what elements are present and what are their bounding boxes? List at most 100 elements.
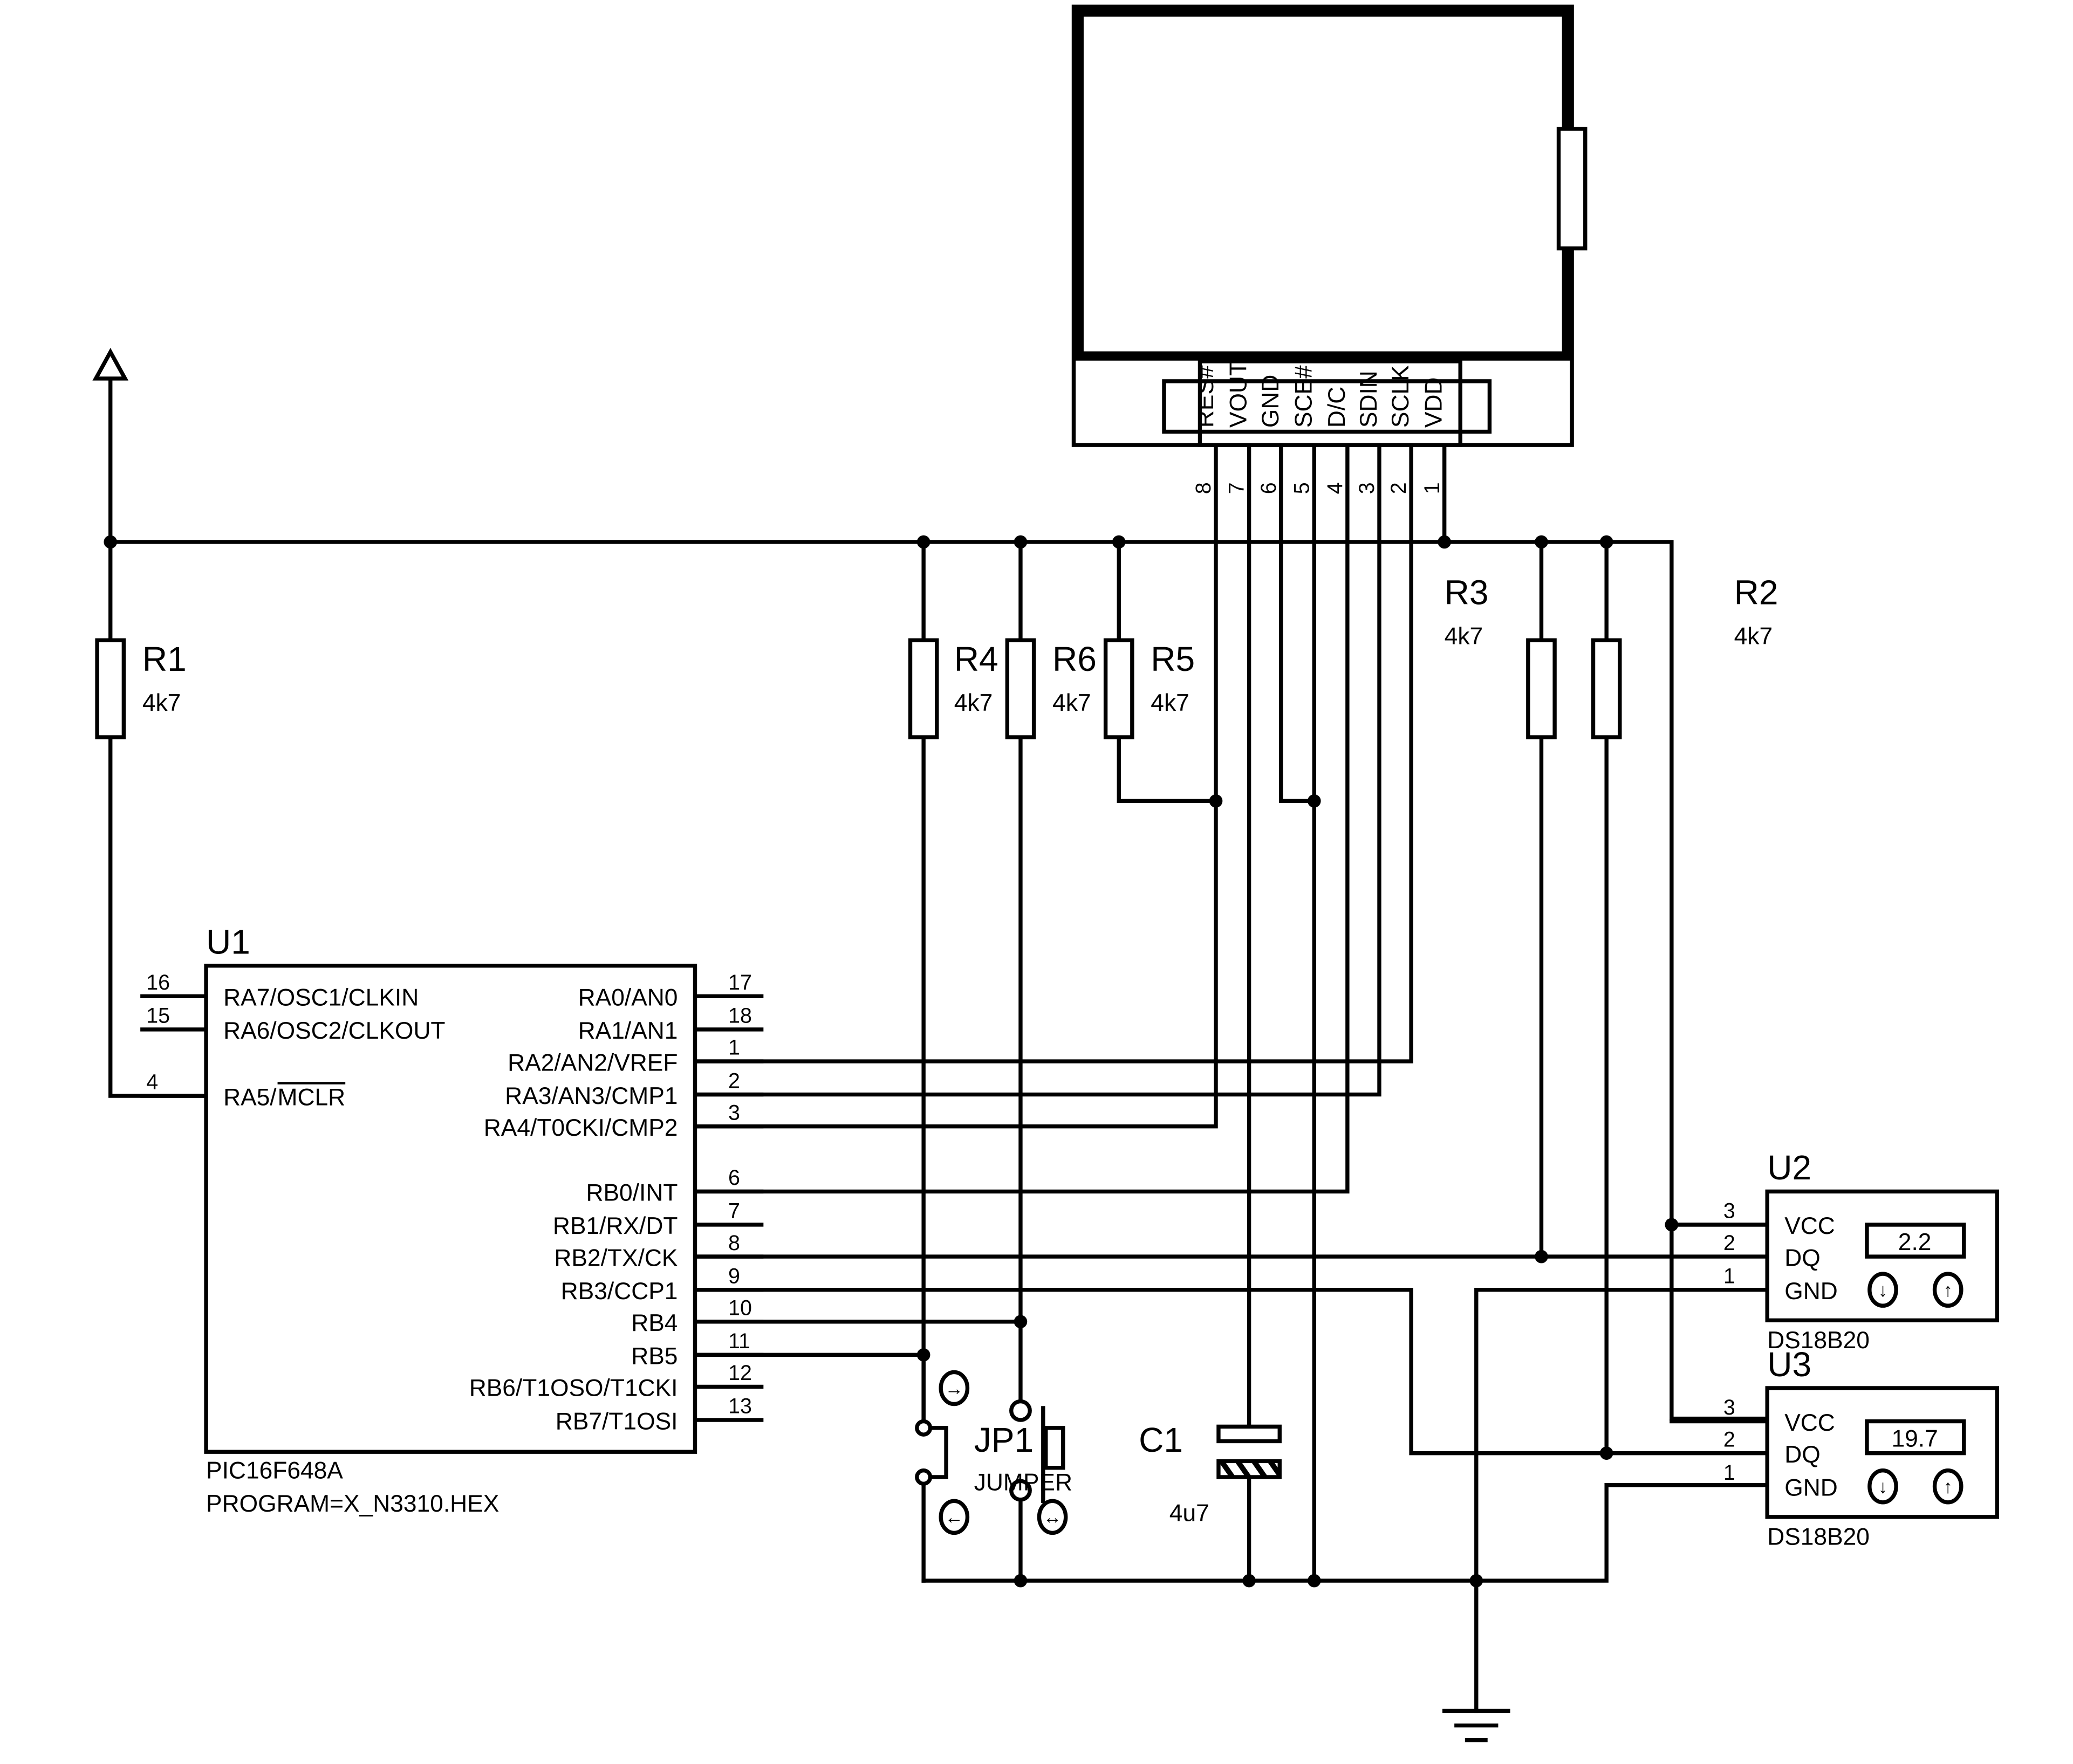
net-rb3 — [693, 1287, 1769, 1456]
lcd-pin-name: D/C — [1324, 387, 1350, 428]
u1-pin-name-overline: MCLR — [278, 1084, 346, 1110]
u1-pin-name: RB5 — [631, 1343, 678, 1370]
junction-dot — [1014, 1574, 1028, 1588]
lcd-pin-name: SCLK — [1387, 365, 1414, 428]
lcd-pin-strip — [1198, 359, 1462, 447]
gnd-u2 — [1474, 1287, 1769, 1713]
u1-pin-number: 9 — [728, 1264, 740, 1288]
sensor-pin-name: DQ — [1784, 1442, 1821, 1468]
lcd-pin-number: 8 — [1192, 482, 1215, 494]
junction-dot — [1599, 1446, 1613, 1460]
u1-pin-name: RA1/AN1 — [578, 1018, 678, 1044]
net-mclr — [108, 735, 208, 1098]
u1-pin-number: 6 — [728, 1166, 740, 1190]
sensor-pin-name: GND — [1784, 1278, 1838, 1305]
resistor-ref: R6 — [1052, 640, 1097, 678]
junction-dot — [1469, 1574, 1483, 1588]
u1-pin-number: 2 — [728, 1069, 740, 1093]
icon-circle — [1932, 1468, 1963, 1505]
u1-pin-number: 10 — [728, 1296, 752, 1320]
resistor-ref: R4 — [954, 640, 998, 678]
u1-pin-number: 8 — [728, 1231, 740, 1255]
sensor-pin-name: VCC — [1784, 1213, 1835, 1239]
icon-glyph: ↔ — [1043, 1507, 1062, 1528]
icon-circle — [939, 1499, 970, 1535]
components: →←↔↓↑↓↑ — [92, 4, 2000, 1742]
sensor-part: DS18B20 — [1767, 1524, 1870, 1550]
capacitor-c1 — [1216, 1424, 1282, 1479]
resistor-r2 — [1591, 638, 1622, 739]
lcd-pin-number: 4 — [1323, 482, 1347, 494]
sensor-pin-number: 1 — [1723, 1264, 1735, 1288]
u1-pin-number: 11 — [728, 1329, 750, 1353]
lcd-pin-name: VOUT — [1226, 361, 1252, 428]
lcd-side-tab — [1556, 127, 1588, 251]
arrow-right-circle-icon: → — [939, 1370, 970, 1406]
resistor-r4 — [908, 638, 939, 739]
junction-dot — [1242, 1574, 1256, 1588]
lcd-pin-name: GND — [1257, 375, 1284, 428]
arrow-left-circle-icon: ← — [939, 1499, 970, 1535]
net-res — [693, 443, 1218, 1129]
junction-dot — [1438, 535, 1451, 549]
jumper-pin — [1009, 1399, 1032, 1422]
capacitor-ref: C1 — [1139, 1420, 1183, 1459]
lcd-pin-number: 6 — [1257, 482, 1281, 494]
u1-pin-name: RA5/ — [223, 1084, 277, 1110]
sensor-pin-number: 3 — [1723, 1396, 1735, 1419]
junction-dot — [1665, 1218, 1679, 1232]
net-dc — [693, 443, 1350, 1194]
icon-circle — [1867, 1272, 1898, 1308]
resistor-ref: R5 — [1151, 640, 1195, 678]
u1-pin-name: RB4 — [631, 1310, 678, 1336]
net-gnd-lcd — [1279, 443, 1316, 803]
icon-circle — [1932, 1272, 1963, 1308]
junction-dot — [1014, 1315, 1028, 1329]
jumper-link — [928, 1426, 948, 1479]
resistor-ref: R1 — [142, 640, 187, 678]
sensor-pin-name: GND — [1784, 1474, 1838, 1501]
lcd-pin-name: VDD — [1421, 377, 1447, 428]
u1-pin-number: 1 — [728, 1036, 740, 1060]
lcd-pin-name: SDIN — [1356, 370, 1382, 428]
jumper-cap — [1044, 1426, 1065, 1470]
u1-part: PIC16F648A — [206, 1457, 343, 1484]
resistor-value: 4k7 — [1445, 623, 1483, 650]
resistor-r3 — [1526, 638, 1557, 739]
power-arrow-icon — [92, 348, 129, 381]
u1-program: PROGRAM=X_N3310.HEX — [206, 1491, 499, 1517]
lcd-pin-name: SCE# — [1290, 365, 1317, 428]
jumper-ref: JP1 — [974, 1420, 1034, 1459]
sensor-ref: U2 — [1767, 1148, 1811, 1187]
icon-glyph: ↑ — [1944, 1477, 1953, 1498]
vcc-rail — [108, 540, 1769, 1421]
u1-pin-name: RA4/T0CKI/CMP2 — [484, 1115, 678, 1141]
sensor-readout — [1865, 1223, 1966, 1259]
icon-glyph: ← — [945, 1507, 963, 1528]
u1-pin-name: RB0/INT — [586, 1180, 678, 1206]
u1-pin-number: 3 — [728, 1101, 740, 1124]
lcd-pin-name: RES# — [1192, 365, 1219, 428]
resistor-value: 4k7 — [142, 690, 181, 716]
sensor-pin-number: 2 — [1723, 1231, 1735, 1255]
sensor-reading: 19.7 — [1891, 1425, 1938, 1452]
resistor-r1 — [95, 638, 126, 739]
sensor-pin-number: 1 — [1723, 1461, 1735, 1485]
mcu-u1 — [204, 963, 697, 1454]
lcd-display — [1071, 4, 1588, 447]
u1-pin-number: 15 — [146, 1004, 170, 1028]
resistor-value: 4k7 — [1734, 623, 1773, 650]
net-sclk — [693, 443, 1413, 1063]
jumper-pin — [1009, 1479, 1032, 1502]
resistor-ref: R2 — [1734, 573, 1778, 612]
u1-pin-name: RA2/AN2/VREF — [508, 1049, 678, 1076]
u1-pin-name: RB7/T1OSI — [556, 1408, 678, 1434]
u1-pin-number: 7 — [728, 1199, 740, 1223]
lcd-pin-number: 1 — [1420, 482, 1444, 494]
u1-ref: U1 — [206, 923, 250, 962]
resistor-value: 4k7 — [1052, 690, 1091, 716]
arrow-down-circle-icon: ↓ — [1867, 1468, 1898, 1505]
u1-pin-name: RA3/AN3/CMP1 — [505, 1083, 678, 1109]
